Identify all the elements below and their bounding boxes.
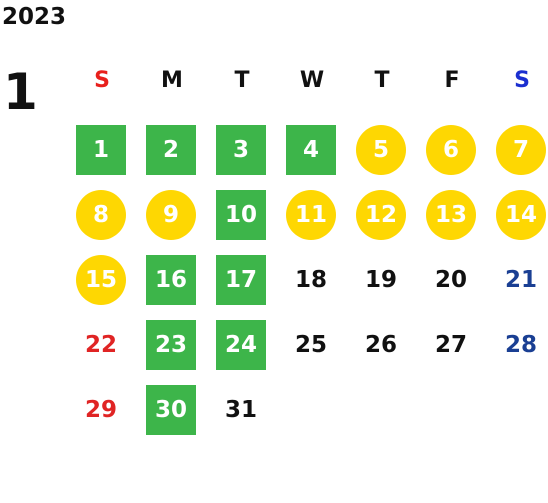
day-cell: 25 (294, 332, 327, 358)
day-cell: 31 (224, 397, 257, 423)
day-cell: 1 (76, 125, 126, 175)
weekday-header-sunday: S (94, 68, 110, 93)
day-cell: 19 (364, 267, 397, 293)
day-cell: 8 (76, 190, 126, 240)
day-cell: 15 (76, 255, 126, 305)
day-cell: 12 (356, 190, 406, 240)
day-cell: 14 (496, 190, 546, 240)
day-cell: 7 (496, 125, 546, 175)
weekday-header-thursday: T (374, 68, 390, 93)
day-cell: 17 (216, 255, 266, 305)
year-label: 2023 (2, 4, 67, 30)
day-cell: 18 (294, 267, 327, 293)
day-cell: 16 (146, 255, 196, 305)
month-number: 1 (3, 63, 38, 121)
day-cell: 26 (364, 332, 397, 358)
day-cell: 3 (216, 125, 266, 175)
day-cell: 30 (146, 385, 196, 435)
day-cell: 20 (434, 267, 467, 293)
day-cell: 9 (146, 190, 196, 240)
day-cell: 10 (216, 190, 266, 240)
weekday-header-saturday: S (514, 68, 530, 93)
day-cell: 27 (434, 332, 467, 358)
day-cell: 28 (504, 332, 537, 358)
day-cell: 21 (504, 267, 537, 293)
day-cell: 11 (286, 190, 336, 240)
weekday-header-friday: F (444, 68, 460, 93)
weekday-header-monday: M (161, 68, 183, 93)
day-cell: 29 (84, 397, 117, 423)
day-cell: 13 (426, 190, 476, 240)
day-cell: 6 (426, 125, 476, 175)
day-cell: 4 (286, 125, 336, 175)
day-cell: 2 (146, 125, 196, 175)
weekday-header-tuesday: T (234, 68, 250, 93)
weekday-header-wednesday: W (299, 68, 325, 93)
day-cell: 5 (356, 125, 406, 175)
day-cell: 24 (216, 320, 266, 370)
day-cell: 23 (146, 320, 196, 370)
day-cell: 22 (84, 332, 117, 358)
